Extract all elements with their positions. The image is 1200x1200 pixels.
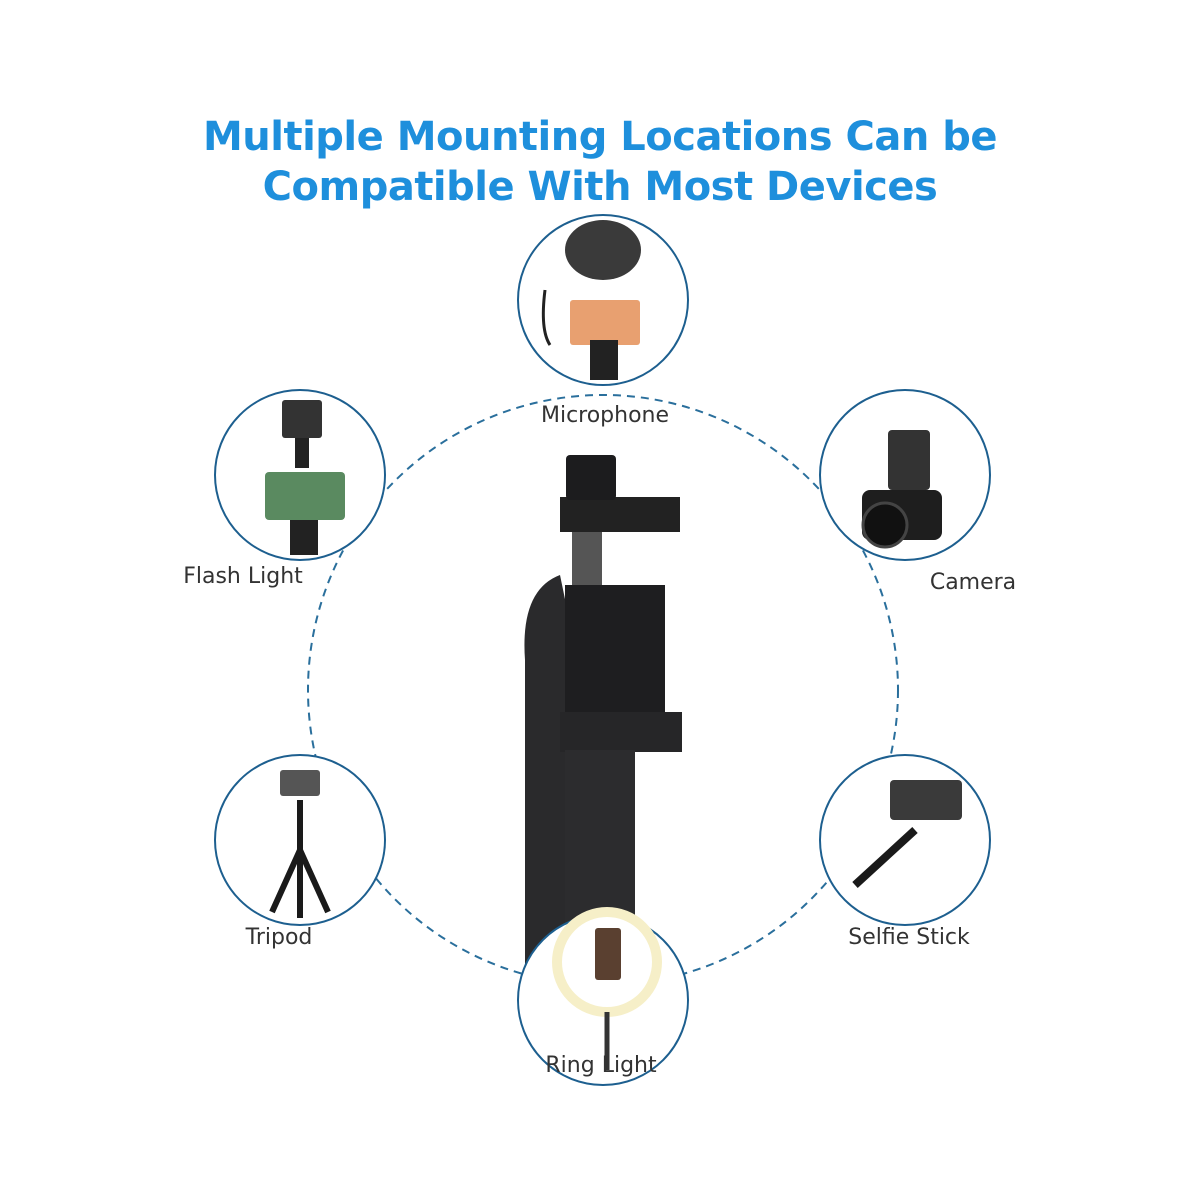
microphone-circle [517,214,689,386]
title-line-2: Compatible With Most Devices [262,164,938,210]
label-tripod: Tripod [245,925,313,950]
tripod-circle [214,754,386,926]
title-line-1: Multiple Mounting Locations Can be [202,114,998,160]
selfie-stick-circle [819,754,991,926]
camera-circle [819,389,991,561]
page-title: Multiple Mounting Locations Can be Compa… [0,112,1200,212]
label-microphone: Microphone [540,403,670,428]
flash-light-circle [214,389,386,561]
ring-light-circle [517,907,689,1086]
tripod-icon [269,800,331,918]
microphone-icon [565,220,641,280]
selfie-stick-icon [852,827,918,888]
label-selfie-stick: Selfie Stick [848,925,970,950]
flash-light-icon [282,400,322,438]
label-flash-light: Flash Light [183,564,303,589]
label-camera: Camera [929,570,1017,595]
label-ring-light: Ring Light [545,1053,657,1078]
